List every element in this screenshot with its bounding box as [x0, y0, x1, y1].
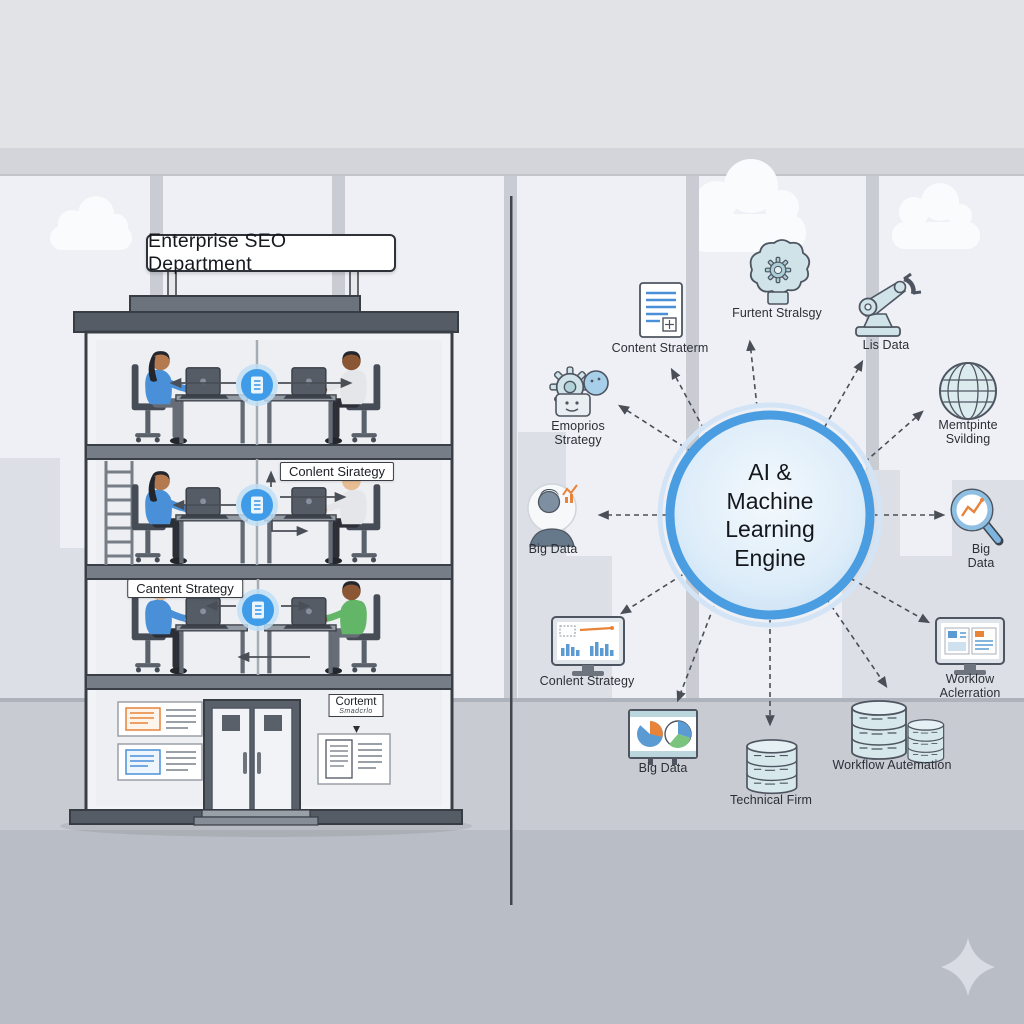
spoke-label-big-data-bottom: Big Data [638, 761, 688, 775]
lobby [117, 699, 391, 811]
cloud-shapes [50, 159, 980, 252]
document-icon [639, 282, 683, 338]
robot-arm-icon [855, 272, 922, 337]
spoke-label-lis-data: Lis Data [862, 338, 910, 352]
spoke-label-workflow-autemation: Workflow Autemation [832, 758, 952, 772]
floor3-sign: Cantent Strategy [127, 579, 243, 598]
spoke-label-big-data-right: Big Data [967, 542, 995, 571]
spoke-label-furtent-stralsgy: Furtent Stralsgy [732, 306, 822, 320]
hub-circle [665, 410, 875, 620]
person-analytics-icon [527, 483, 578, 547]
monitor-bar-chart-icon [551, 616, 625, 676]
lobby-sign: Cortemt Smadcrlo [328, 694, 384, 718]
pie-charts-board-icon [628, 709, 698, 765]
globe-icon [939, 362, 997, 420]
spoke-label-technical-firm: Technical Firm [730, 793, 812, 807]
shared-document-icon [236, 588, 280, 632]
shared-document-icon [235, 483, 279, 527]
gear-face-icon [549, 366, 609, 417]
spoke-label-conlent-strategy: Conlent Strategy [539, 674, 635, 688]
ai-hub-diagram [527, 239, 1005, 795]
spoke-label-big-data-left: Big Data [528, 542, 578, 556]
hub-label: AI & Machine Learning Engine [725, 458, 815, 571]
database-stacks-icon-small [907, 719, 945, 764]
building-sign: Enterprise SEO Department [146, 230, 396, 275]
spoke-label-emoprios-strategy: Emoprios Strategy [551, 419, 605, 448]
seo-department-building [60, 267, 472, 837]
spoke-label-memtpinte-svilding: Memtpinte Svilding [938, 418, 998, 447]
database-icon [746, 739, 798, 795]
spoke-label-worklow-aclerration: Worklow Aclerration [939, 672, 1001, 701]
floor-flow-arrows [169, 377, 353, 663]
hub-outer-ring [657, 402, 883, 628]
monitor-documents-icon [935, 617, 1005, 675]
shared-document-icon [235, 363, 279, 407]
floor2-sign: Conlent Sirategy [279, 462, 395, 481]
magnifier-chart-icon [950, 488, 1004, 546]
lobby-sign-title: Cortemt [335, 696, 377, 708]
skyline-silhouettes [0, 432, 1024, 700]
brain-gear-icon [749, 239, 811, 305]
database-stacks-icon [851, 700, 907, 760]
spoke-label-content-straterm: Content Straterm [611, 341, 709, 355]
lobby-sign-subtext: Smadcrlo [339, 708, 373, 716]
sparkle-icon [941, 938, 995, 996]
scene-divider-line [510, 196, 513, 905]
